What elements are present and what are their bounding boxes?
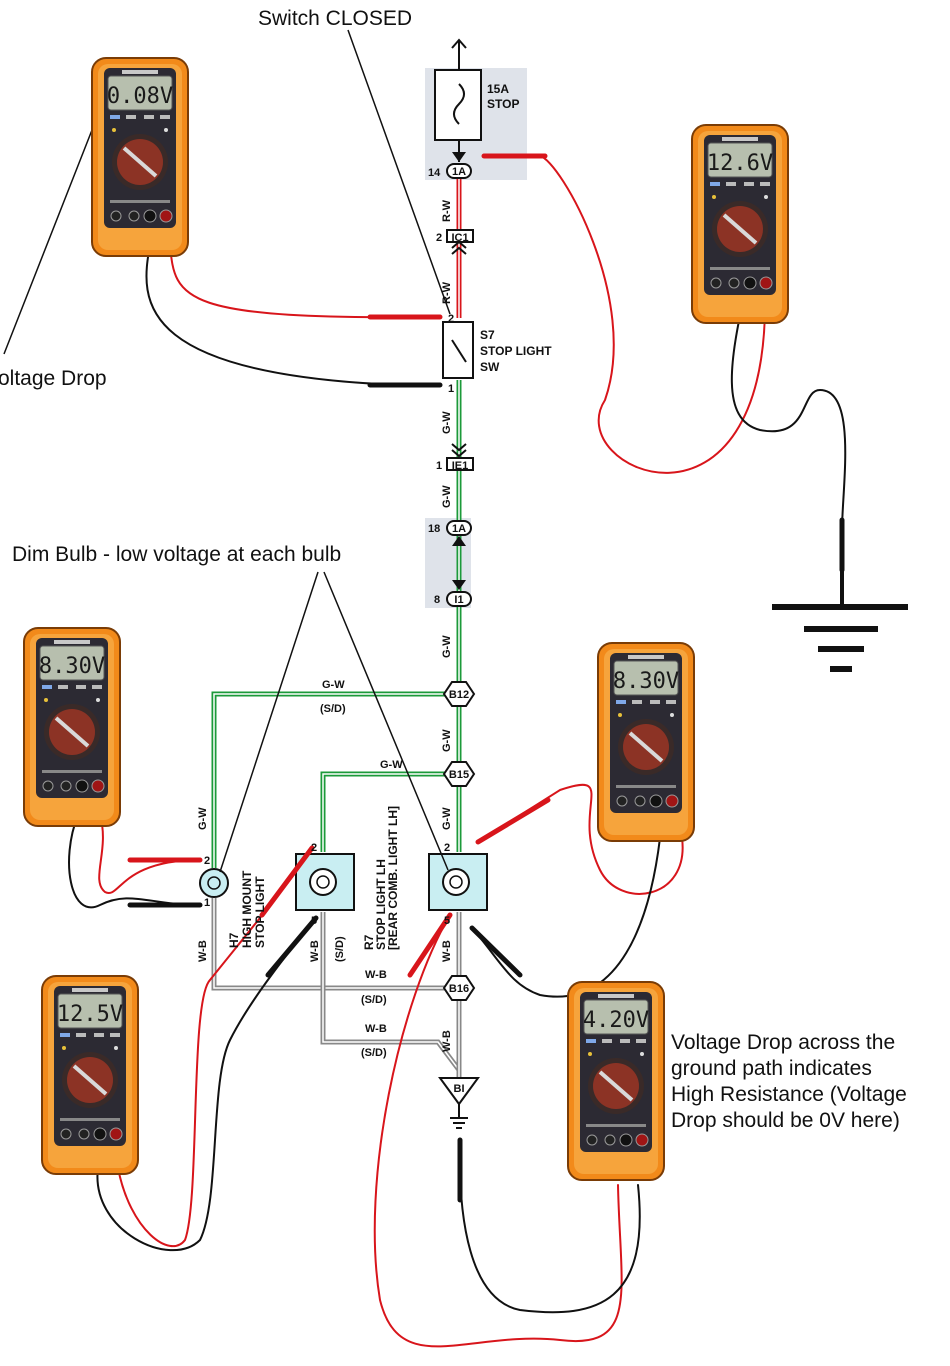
meter-ground-path-reading: 4.20V [583,1008,649,1033]
switch-code: S7 [480,328,495,342]
pin-1-h7: 1 [204,897,210,909]
code-1a-mid: 1A [452,523,466,535]
wire-rw-1: R-W [441,199,453,222]
wire-gw-2: G-W [441,485,453,508]
switch-closed-note: Switch CLOSED [258,7,413,30]
h7-name-2: STOP LIGHT [253,876,267,948]
h7-bulb-icon [199,868,229,898]
ground-drop-note: Voltage Drop across the ground path indi… [671,1031,907,1132]
meter-ground-path: 4.20V [566,980,666,1182]
component-labels: 15A STOP S7 STOP LIGHT SW H7 HIGH MOUNT … [227,82,552,950]
pin-2-r7: 2 [311,842,317,854]
junction-b15 [442,761,476,787]
code-b12: B12 [449,689,469,701]
h7-name-1: HIGH MOUNT [240,870,254,948]
r7-code: R7 [362,934,376,950]
pin-2-ic1: 2 [436,232,442,244]
pin-18: 18 [428,523,440,535]
wire-sd-1: (S/D) [320,703,346,715]
pin-5-rear: 5 [444,915,450,927]
fuse-rating: 15A [487,82,509,96]
wire-wb-bottom: W-B [441,1030,453,1052]
meter-high-mount: 8.30V [22,626,122,828]
bulbs [199,853,488,911]
r7-name-1: STOP LIGHT LH [374,859,388,950]
connector-i1 [446,591,472,607]
wire-rw-2: R-W [441,281,453,304]
dim-bulb-note: Dim Bulb - low voltage at each bulb [12,543,342,566]
wire-gw-3: G-W [441,635,453,658]
wire-sd-2: (S/D) [334,936,346,962]
connector-ic1 [446,229,474,243]
pin-numbers: 14 2 2 1 1 18 8 2 1 2 5 2 5 [204,167,454,927]
pin-5-r7: 5 [311,915,317,927]
pin-2-switch: 2 [448,313,454,325]
code-ie1: IE1 [452,460,469,472]
wire-wb-h1: W-B [365,969,387,981]
wire-wb-left: W-B [197,940,209,962]
code-bi: BI [454,1083,465,1095]
wire-gw-mid-h: G-W [380,759,403,771]
meter-high-mount-supply-reading: 12.5V [57,1002,123,1027]
wire-wb-mid: W-B [309,940,321,962]
switch-name-1: STOP LIGHT [480,344,552,358]
wire-gw-4: G-W [441,729,453,752]
connector-codes: 1A IC1 IE1 1A I1 B12 B15 B16 BI [449,166,469,1095]
code-i1: I1 [454,594,463,606]
pin-1-switch: 1 [448,383,454,395]
pin-1-ie1: 1 [436,460,442,472]
wire-labels: R-W R-W G-W G-W G-W G-W (S/D) G-W G-W G-… [197,199,453,1059]
pin-8: 8 [434,594,440,606]
chassis-ground-icon [772,560,908,672]
r7-bulb-icon [309,868,337,896]
code-b16: B16 [449,983,469,995]
junction-b16 [442,975,476,1001]
wire-gw-left: G-W [197,807,209,830]
switch-name-2: SW [480,360,500,374]
meter-source: 12.6V [690,123,790,325]
wire-wb-h2: W-B [365,1023,387,1035]
junction-b12 [442,681,476,707]
r7-name-2: [REAR COMB. LIGHT LH] [386,806,400,950]
wire-gw-1: G-W [441,411,453,434]
ground-bi-icon [438,1077,480,1106]
fuse-icon [453,83,465,125]
pin-2-h7: 2 [204,855,210,867]
meter-rear-comb: 8.30V [596,641,696,843]
h7-code: H7 [227,932,241,948]
voltage-drop-note: oltage Drop [0,367,107,390]
connector-1a-top [446,163,472,179]
wire-gw-top-h: G-W [322,679,345,691]
meter-rear-comb-reading: 8.30V [613,669,679,694]
meter-switch-drop: 0.08V [90,56,190,258]
code-b15: B15 [449,769,469,781]
code-ic1: IC1 [451,232,468,244]
connectors [442,152,476,1001]
wire-wb-right: W-B [441,940,453,962]
meter-high-mount-reading: 8.30V [39,654,105,679]
pin-2-rear: 2 [444,842,450,854]
test-leads [68,153,847,1348]
wire-sd-3: (S/D) [361,994,387,1006]
wire-gw-5: G-W [441,807,453,830]
connector-ie1 [446,457,474,471]
shaded-regions [425,68,527,608]
meter-switch-drop-reading: 0.08V [107,84,173,109]
connector-1a-mid [446,520,472,536]
wire-sd-4: (S/D) [361,1047,387,1059]
pin-14: 14 [428,167,441,179]
fuse-name: STOP [487,97,519,111]
pointer-lines [3,29,451,873]
meter-high-mount-supply: 12.5V [40,974,140,1176]
code-1a-top: 1A [452,166,466,178]
meter-source-reading: 12.6V [707,151,773,176]
rear-comb-bulb-icon [442,868,470,896]
